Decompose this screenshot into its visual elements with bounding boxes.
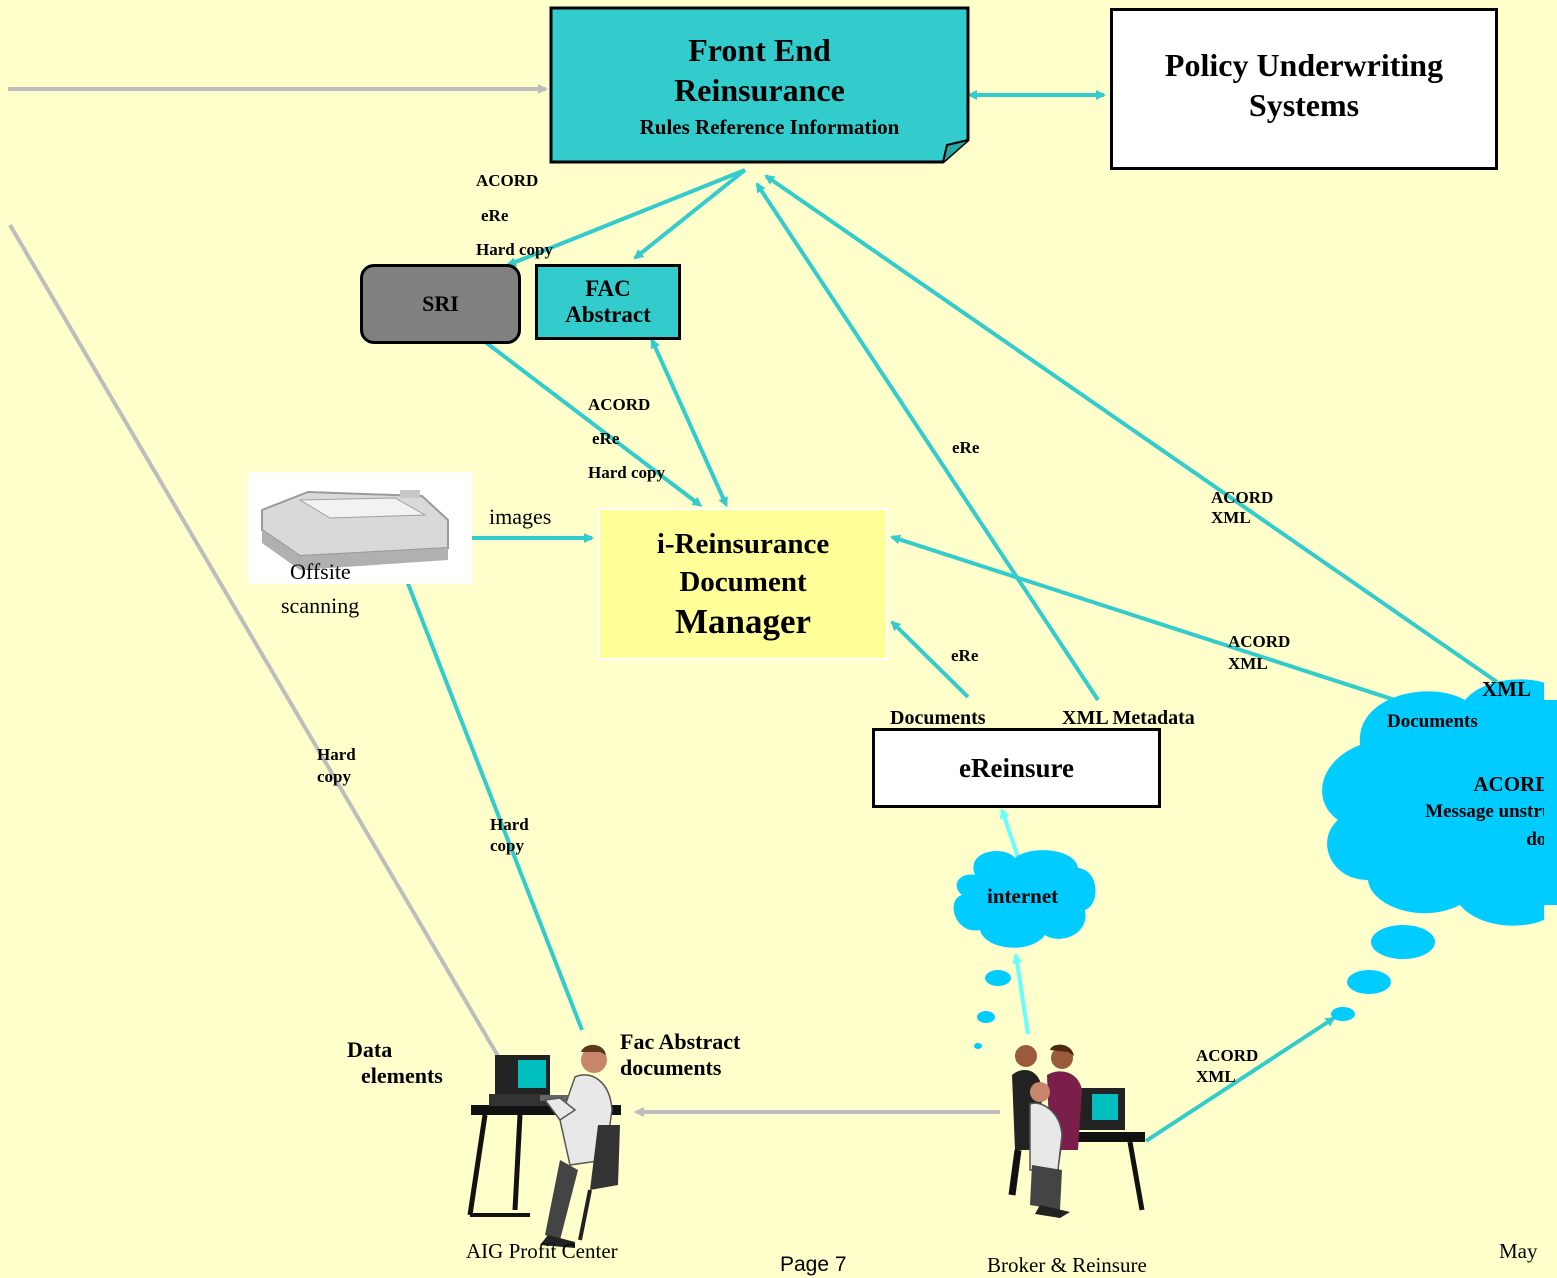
label-acord-mid: ACORD: [588, 395, 651, 414]
label-images: images: [489, 504, 552, 529]
ereinsure-label: eReinsure: [959, 752, 1074, 783]
label-broker: Broker & Reinsure: [987, 1253, 1147, 1277]
label-acord-xml-2a: ACORD: [1228, 632, 1291, 651]
label-offsite-1: Offsite: [290, 559, 351, 584]
front-end-subtitle: Rules Reference Information: [639, 115, 900, 139]
label-ere-low: eRe: [951, 646, 979, 665]
doc-manager-line3: Manager: [674, 602, 812, 641]
label-hard-copy-1a: Hard: [317, 745, 356, 764]
fac-line2: Abstract: [565, 302, 651, 327]
label-acord-xml-2b: XML: [1228, 654, 1268, 673]
cloud-line2: Message unstructured: [1425, 801, 1557, 822]
label-offsite-2: scanning: [281, 593, 360, 618]
arrow-cloud-docmgr: [890, 534, 1433, 714]
page-number: Page 7: [780, 1253, 847, 1276]
label-acord-xml-1a: ACORD: [1211, 488, 1274, 507]
sri-box[interactable]: SRI: [360, 264, 521, 344]
internet-label: internet: [987, 884, 1059, 908]
front-end-title-line2: Reinsurance: [674, 72, 845, 108]
acord-cloud-text: ACORD XML Message unstructured documents: [1390, 770, 1557, 870]
label-ere-right: eRe: [952, 438, 980, 457]
label-documents-1: Documents: [890, 707, 986, 729]
label-data-elements-2: elements: [361, 1063, 443, 1088]
fac-line1: FAC: [585, 276, 631, 301]
arrow-frontend-fac: [633, 168, 747, 260]
arrow-broker-internet: [1012, 953, 1030, 1035]
label-xml-2: XML: [1482, 677, 1531, 701]
connector-gray-diagonal: [8, 223, 507, 1070]
arrow-cloud-frontend: [764, 174, 1499, 684]
policy-underwriting-box[interactable]: Policy Underwriting Systems: [1110, 8, 1498, 170]
label-hardcopy-mid: Hard copy: [588, 463, 665, 482]
label-documents-2: Documents: [1387, 711, 1478, 732]
label-hard-copy-1b: copy: [317, 767, 351, 786]
sri-label: SRI: [422, 291, 459, 316]
label-data-elements-1: Data: [347, 1037, 393, 1062]
label-acord-xml-1b: XML: [1211, 508, 1251, 527]
label-hard-copy-2a: Hard: [490, 815, 529, 834]
internet-cloud-shape: [953, 850, 1096, 1049]
label-ere-top: eRe: [481, 206, 509, 225]
policy-line2: Systems: [1248, 87, 1360, 123]
right-edge-clip: [1544, 0, 1557, 1278]
arrow-metadata-frontend: [755, 182, 1100, 702]
label-acord-top: ACORD: [476, 171, 539, 190]
arrow-internet-ereinsure: [999, 808, 1020, 858]
front-end-reinsurance-box[interactable]: Front End Reinsurance Rules Reference In…: [551, 8, 968, 162]
ereinsure-box[interactable]: eReinsure: [872, 728, 1161, 808]
label-fac-abstract-docs-1: Fac Abstract: [620, 1029, 741, 1054]
cloud-line1: ACORD XML: [1473, 772, 1557, 796]
label-fac-abstract-docs-2: documents: [620, 1055, 722, 1080]
label-acord-xml-3b: XML: [1196, 1067, 1236, 1086]
computer-user-icon: [467, 1044, 621, 1248]
label-aig-profit-center: AIG Profit Center: [466, 1239, 618, 1263]
arrow-broker-cloud: [1144, 1016, 1336, 1143]
label-hardcopy-top: Hard copy: [476, 240, 553, 259]
arrow-frontend-sri: [506, 168, 746, 267]
label-acord-xml-3a: ACORD: [1196, 1046, 1259, 1065]
label-ere-mid: eRe: [592, 429, 620, 448]
computer-group-icon: [1008, 1044, 1145, 1218]
label-xml-metadata: XML Metadata: [1062, 707, 1195, 729]
cloud-edge-fill: [1544, 700, 1557, 905]
front-end-title-line1: Front End: [688, 32, 831, 68]
doc-manager-line2: Document: [679, 566, 807, 598]
label-hard-copy-2b: copy: [490, 836, 524, 855]
document-manager-box[interactable]: i-Reinsurance Document Manager: [598, 508, 888, 660]
scanner-icon: [248, 472, 472, 584]
arrow-aig-scanner: [396, 556, 584, 1031]
arrow-documents-docmgr: [890, 620, 970, 699]
label-may: May: [1499, 1239, 1538, 1263]
arrow-docmgr-fac: [650, 338, 728, 508]
policy-line1: Policy Underwriting: [1164, 47, 1444, 83]
front-end-box-fold: [942, 139, 969, 163]
fac-abstract-box[interactable]: FAC Abstract: [535, 264, 681, 340]
doc-manager-line1: i-Reinsurance: [656, 528, 830, 560]
acord-cloud-shape: [1322, 679, 1557, 1021]
